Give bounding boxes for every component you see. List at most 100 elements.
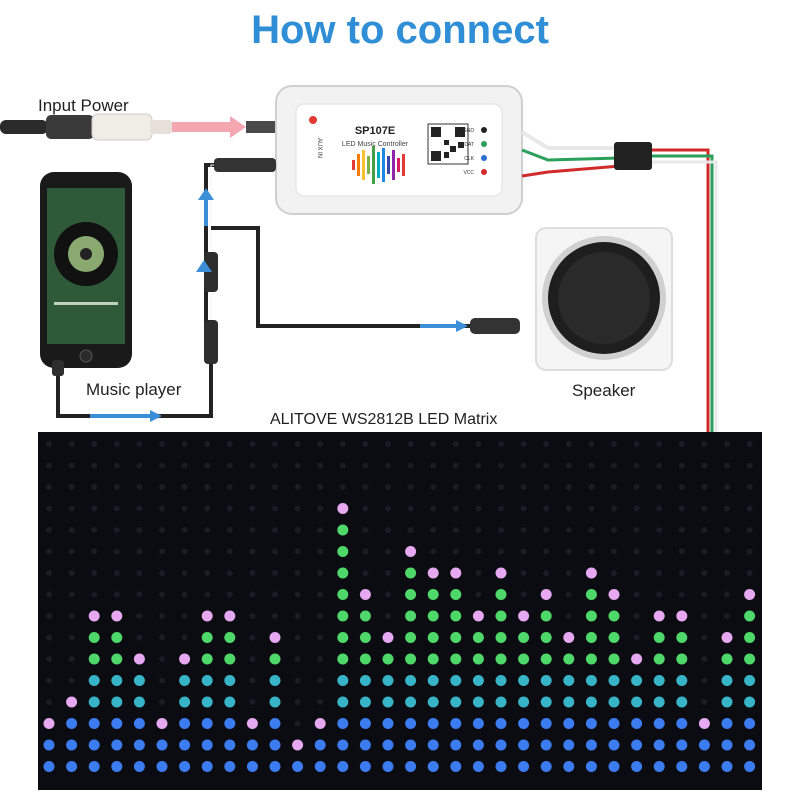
led-dot xyxy=(450,653,462,665)
led-dot xyxy=(585,653,597,665)
led-dot xyxy=(317,505,324,512)
led-dot xyxy=(272,570,278,576)
led-dot xyxy=(269,632,281,643)
power-arrow-icon xyxy=(172,116,246,138)
led-dot xyxy=(430,505,437,512)
led-dot xyxy=(721,718,733,729)
led-dot xyxy=(246,739,258,751)
controller-model: SP107E xyxy=(355,125,395,137)
led-dot xyxy=(224,675,236,686)
led-dot xyxy=(136,570,143,576)
led-dot xyxy=(678,462,685,469)
led-dot xyxy=(724,527,730,533)
led-dot xyxy=(159,484,165,490)
led-dot xyxy=(66,718,78,729)
led-dot xyxy=(472,653,484,665)
led-dot xyxy=(111,696,123,708)
led-dot xyxy=(450,610,462,622)
led-dot xyxy=(246,761,258,772)
led-dot xyxy=(543,548,550,555)
led-dot xyxy=(46,441,52,447)
sound-wave-icon xyxy=(352,146,405,184)
led-dot xyxy=(294,720,301,727)
led-dot xyxy=(249,656,256,662)
led-dot xyxy=(181,634,188,641)
led-dot xyxy=(362,570,369,576)
led-dot xyxy=(678,505,685,512)
led-dot xyxy=(136,548,143,555)
led-dot xyxy=(204,527,211,533)
led-dot xyxy=(317,462,324,469)
led-dot xyxy=(317,548,324,555)
led-dot xyxy=(88,653,100,665)
led-dot xyxy=(224,610,236,622)
aux-cable xyxy=(56,158,520,418)
led-dot xyxy=(136,634,143,641)
led-dot xyxy=(272,441,278,447)
led-dot xyxy=(314,718,326,729)
led-dot xyxy=(744,675,756,686)
led-dot xyxy=(91,462,98,469)
led-dot xyxy=(359,718,371,729)
led-dot xyxy=(113,505,120,512)
led-dot xyxy=(427,675,439,686)
led-dot xyxy=(269,653,281,665)
led-dot xyxy=(701,484,708,490)
led-dot xyxy=(744,718,756,729)
led-dot xyxy=(746,527,753,533)
led-dot xyxy=(520,527,527,533)
led-dot xyxy=(721,696,733,708)
led-dot xyxy=(633,441,640,447)
wiring-diagram: SP107E LED Music Controller AUX IN GND D… xyxy=(0,85,718,432)
led-dot xyxy=(656,548,663,555)
led-dot xyxy=(498,441,504,447)
led-dot xyxy=(88,761,100,772)
led-dot xyxy=(585,632,597,643)
led-dot xyxy=(113,570,120,576)
led-dot xyxy=(337,503,349,514)
led-dot xyxy=(46,677,52,684)
led-dot xyxy=(407,462,414,469)
led-dot xyxy=(385,441,391,447)
led-dot xyxy=(385,613,391,619)
led-dot xyxy=(585,589,597,600)
led-dot xyxy=(565,591,572,598)
led-dot xyxy=(294,613,301,619)
led-dot xyxy=(269,761,281,772)
led-dot xyxy=(272,462,278,469)
led-dot xyxy=(339,462,346,469)
led-dot xyxy=(181,591,188,598)
led-dot xyxy=(249,634,256,641)
led-dot xyxy=(317,484,324,490)
led-dot xyxy=(159,505,165,512)
led-dot xyxy=(294,505,301,512)
led-dot xyxy=(450,696,462,708)
led-dot xyxy=(337,653,349,665)
led-dot xyxy=(385,527,391,533)
led-dot xyxy=(656,505,663,512)
led-dot xyxy=(111,610,123,622)
led-dot xyxy=(201,675,213,686)
led-dot xyxy=(633,634,640,641)
led-dot xyxy=(249,613,256,619)
led-dot xyxy=(565,462,572,469)
led-dot xyxy=(701,441,708,447)
led-dot xyxy=(724,505,730,512)
led-dot xyxy=(88,632,100,643)
led-dot xyxy=(159,613,165,619)
led-dot xyxy=(520,548,527,555)
led-dot xyxy=(43,739,55,751)
led-dot xyxy=(631,718,643,729)
led-dot xyxy=(495,589,507,600)
input-power-label: Input Power xyxy=(38,96,129,115)
led-dot xyxy=(563,739,575,751)
led-dot xyxy=(633,527,640,533)
led-dot xyxy=(543,505,550,512)
led-dot xyxy=(450,718,462,729)
led-dot xyxy=(744,632,756,643)
phone-icon xyxy=(40,172,132,376)
led-dot xyxy=(540,739,552,751)
power-plug-icon xyxy=(0,113,172,141)
led-dot xyxy=(611,462,617,469)
led-dot xyxy=(46,484,52,490)
